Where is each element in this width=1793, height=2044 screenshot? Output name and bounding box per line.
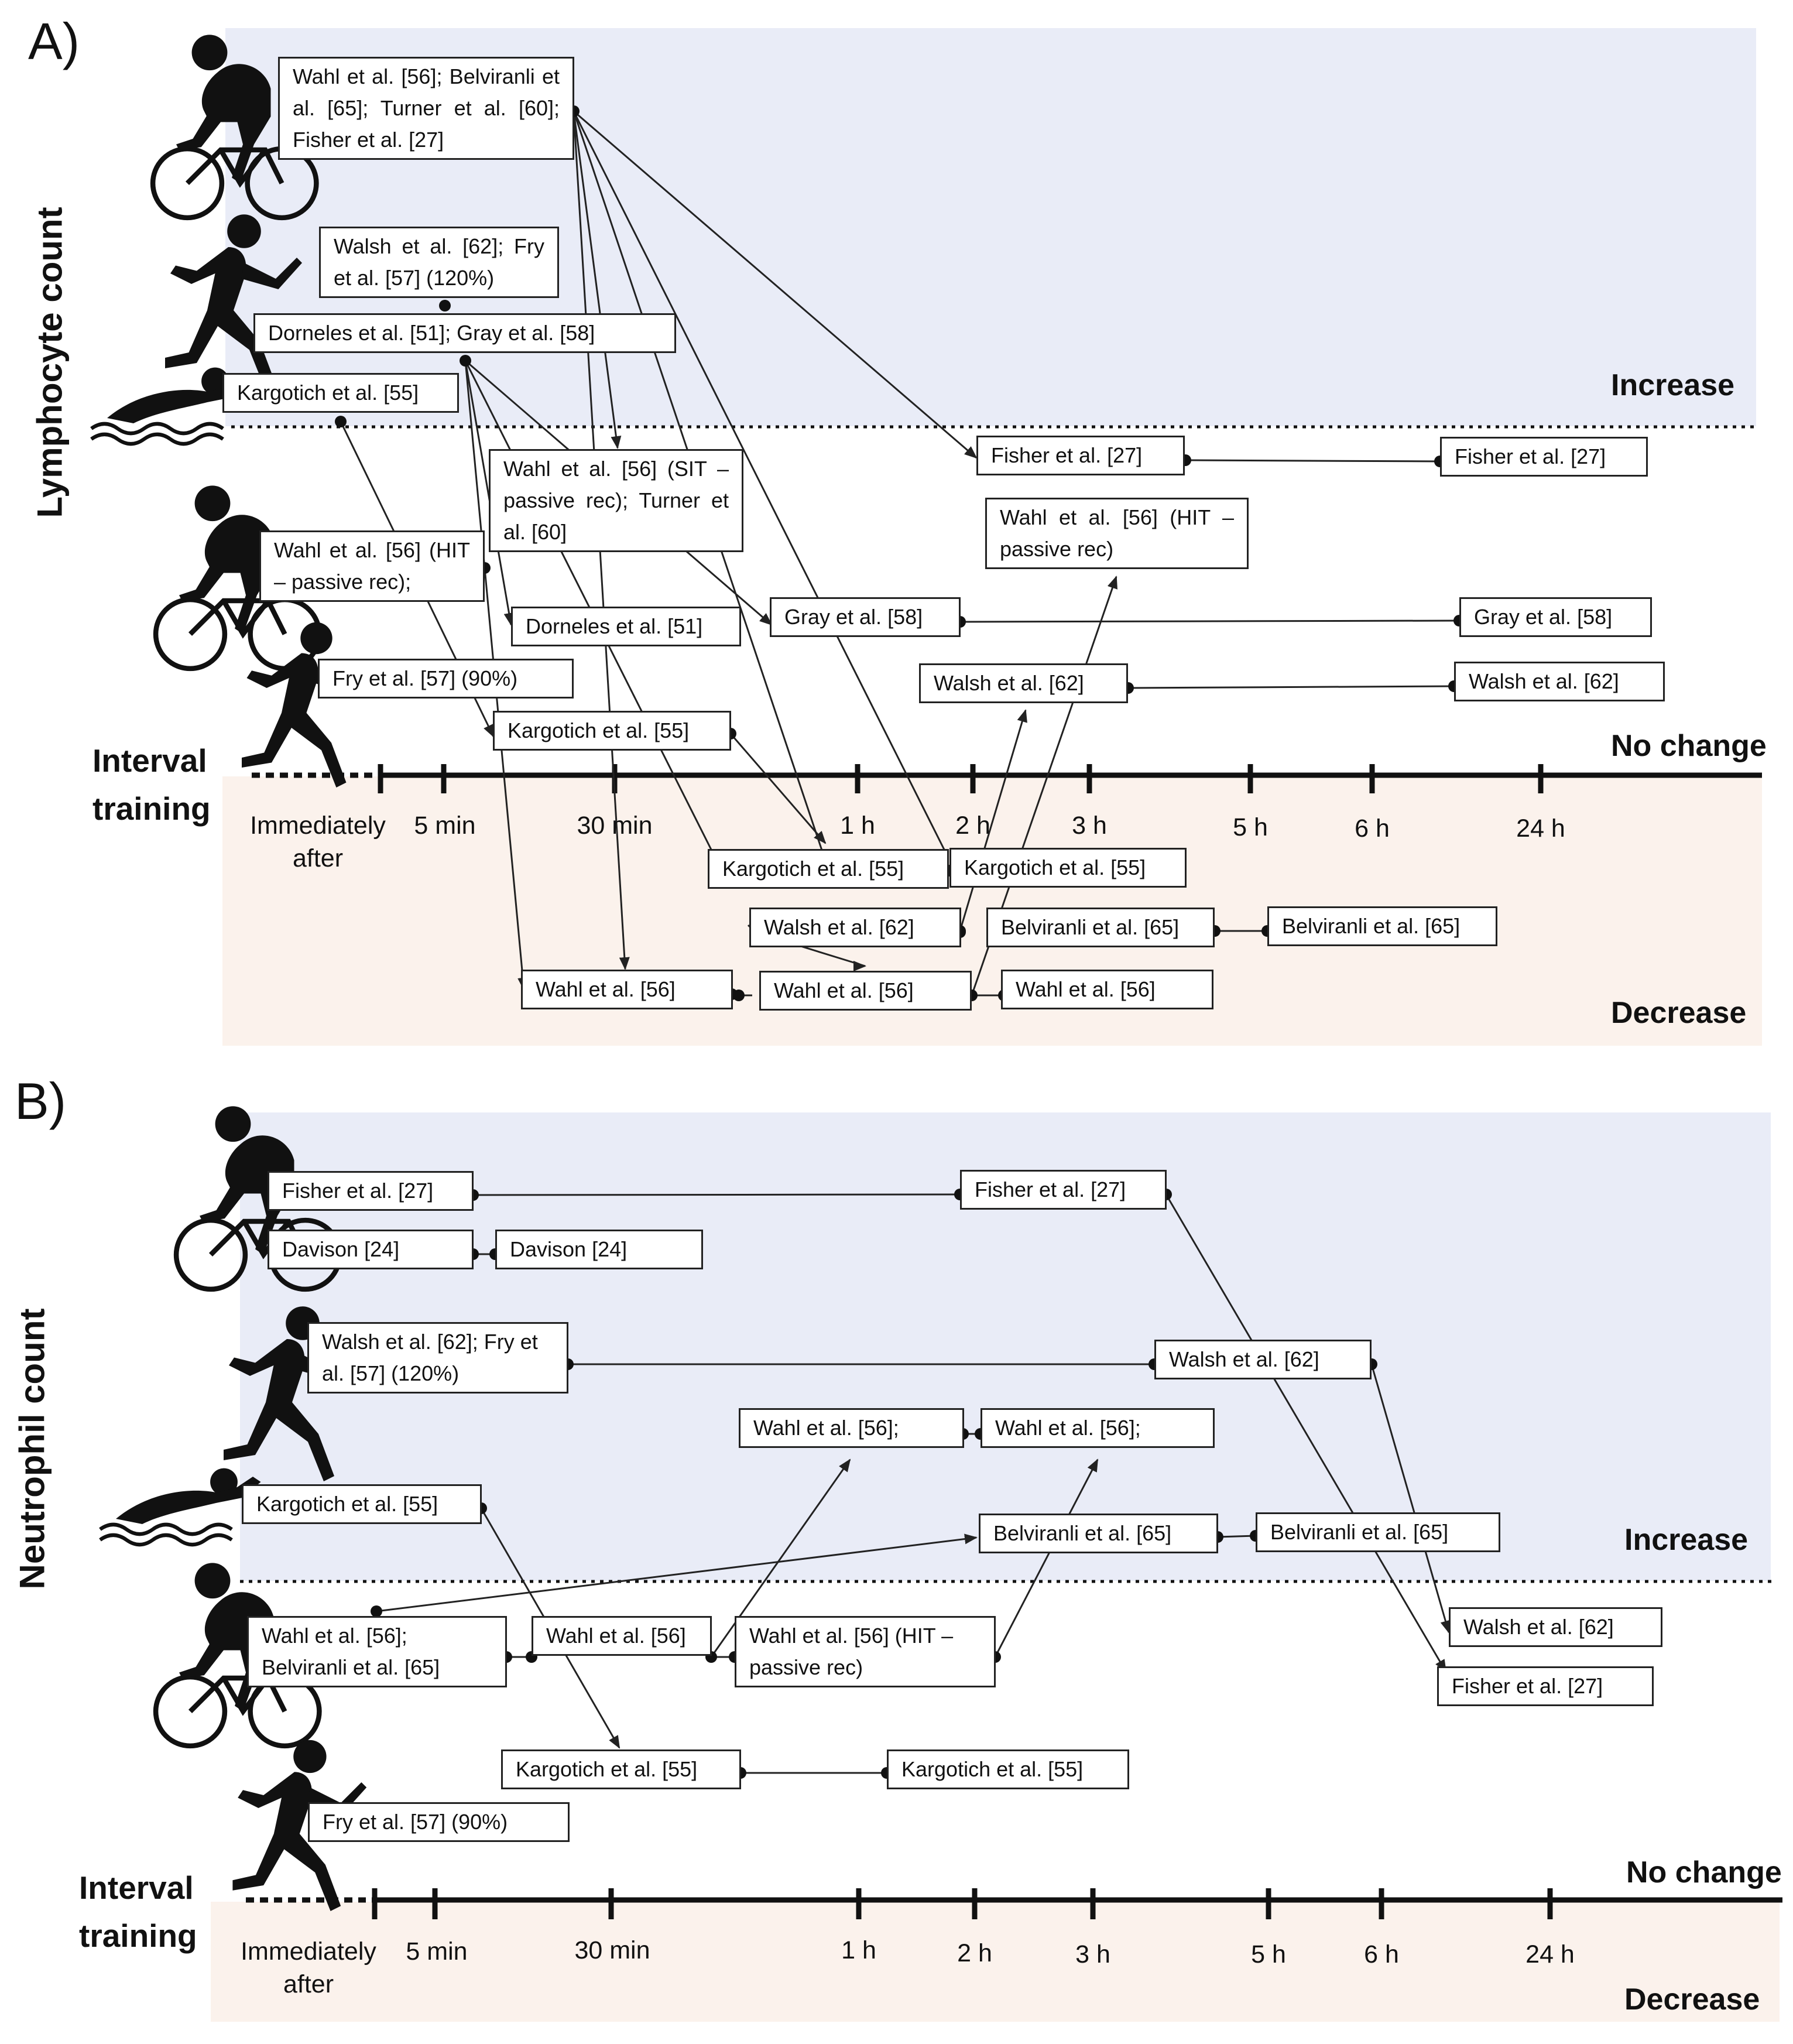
panel-a-zone-decrease: Decrease <box>1611 996 1747 1030</box>
study-box: Wahl et al. [56]; Belviranli et al. [65]… <box>278 57 574 160</box>
panel-a-zone-increase: Increase <box>1611 368 1735 402</box>
study-box: Gray et al. [58] <box>770 597 961 637</box>
study-box: Wahl et al. [56] (HIT – passive rec); <box>259 530 485 602</box>
interval-label-line2: training <box>79 1918 197 1954</box>
study-box: Fisher et al. [27] <box>1437 1666 1654 1706</box>
tick-5h: 5 h <box>1233 813 1268 841</box>
study-box: Gray et al. [58] <box>1459 597 1652 637</box>
panel-b-zone-decrease: Decrease <box>1624 1983 1760 2016</box>
study-box: Wahl et al. [56] <box>759 971 972 1011</box>
study-box: Belviranli et al. [65] <box>1267 906 1497 946</box>
runner-icon <box>242 622 371 788</box>
study-box: Wahl et al. [56] (HIT – passive rec) <box>985 498 1249 569</box>
panel-a-zone-no-change: No change <box>1611 729 1767 763</box>
interval-label-line1: Interval <box>79 1870 194 1906</box>
study-box: Kargotich et al. [55] <box>242 1484 482 1524</box>
tick-6h: 6 h <box>1355 814 1390 843</box>
study-box: Kargotich et al. [55] <box>222 373 459 413</box>
study-box: Fisher et al. [27] <box>960 1170 1167 1210</box>
tick-30min: 30 min <box>574 1936 650 1964</box>
study-box: Wahl et al. [56] (HIT – passive rec) <box>735 1616 996 1687</box>
study-box: Davison [24] <box>268 1230 474 1269</box>
panel-a-interval-label: Interval training <box>92 737 211 833</box>
tick-2h: 2 h <box>957 1939 992 1967</box>
study-box: Wahl et al. [56] (SIT – passive rec); Tu… <box>489 449 743 552</box>
tick-24h: 24 h <box>1516 814 1565 843</box>
interval-label-line2: training <box>92 790 211 827</box>
study-box: Walsh et al. [62] <box>1454 662 1665 701</box>
study-box: Walsh et al. [62] <box>919 663 1128 703</box>
tick-1h: 1 h <box>840 812 875 840</box>
study-box: Kargotich et al. [55] <box>949 848 1187 888</box>
tick-immediately: Immediately after <box>241 1937 376 1998</box>
study-box: Wahl et al. [56] <box>521 970 733 1009</box>
study-box: Dorneles et al. [51] <box>511 607 741 646</box>
study-box: Fry et al. [57] (90%) <box>318 659 574 699</box>
tick-24h: 24 h <box>1525 1940 1575 1968</box>
study-box: Kargotich et al. [55] <box>501 1749 741 1789</box>
study-box: Walsh et al. [62]; Fry et al. [57] (120%… <box>307 1322 568 1394</box>
panel-b-y-title: Neutrophil count <box>12 1308 52 1590</box>
study-box: Belviranli et al. [65] <box>979 1514 1218 1553</box>
study-box: Wahl et al. [56]; <box>981 1408 1215 1448</box>
study-box: Wahl et al. [56] <box>1001 970 1213 1009</box>
study-box: Dorneles et al. [51]; Gray et al. [58] <box>253 313 676 353</box>
study-box: Fisher et al. [27] <box>1440 437 1648 477</box>
tick-5min: 5 min <box>414 812 476 840</box>
panel-b-decrease-band <box>211 1902 1780 2022</box>
tick-5h: 5 h <box>1251 1940 1286 1968</box>
swimmer-icon <box>100 1468 261 1545</box>
tick-3h: 3 h <box>1072 812 1107 840</box>
panel-b-zone-no-change: No change <box>1626 1855 1782 1889</box>
study-box: Wahl et al. [56]; Belviranli et al. [65] <box>247 1616 507 1687</box>
runner-icon <box>165 214 302 389</box>
tick-immediately: Immediately after <box>250 812 386 872</box>
panel-b-zone-increase: Increase <box>1624 1523 1749 1557</box>
study-box: Walsh et al. [62] <box>1449 1607 1662 1647</box>
study-box: Fisher et al. [27] <box>268 1171 474 1211</box>
tick-1h: 1 h <box>841 1936 876 1964</box>
panel-a-letter: A) <box>28 12 80 70</box>
study-box: Belviranli et al. [65] <box>986 908 1215 947</box>
panel-b-interval-label: Interval training <box>79 1864 197 1960</box>
study-box: Walsh et al. [62] <box>1154 1340 1372 1379</box>
interval-label-line1: Interval <box>92 742 207 779</box>
study-box: Walsh et al. [62]; Fry et al. [57] (120%… <box>319 227 559 298</box>
study-box: Kargotich et al. [55] <box>708 849 949 889</box>
study-box: Fisher et al. [27] <box>976 436 1185 475</box>
tick-30min: 30 min <box>577 812 653 840</box>
study-box: Wahl et al. [56]; <box>739 1408 964 1448</box>
study-box: Davison [24] <box>495 1230 703 1269</box>
tick-3h: 3 h <box>1075 1940 1110 1968</box>
study-box: Wahl et al. [56] <box>532 1616 712 1656</box>
panel-a-y-title: Lymphocyte count <box>30 207 70 518</box>
study-box: Walsh et al. [62] <box>749 908 961 947</box>
study-box: Fry et al. [57] (90%) <box>308 1802 570 1842</box>
panel-b-letter: B) <box>15 1072 66 1130</box>
tick-2h: 2 h <box>955 812 990 840</box>
tick-5min: 5 min <box>406 1937 468 1966</box>
study-box: Kargotich et al. [55] <box>887 1749 1129 1789</box>
study-box: Belviranli et al. [65] <box>1256 1512 1500 1552</box>
tick-6h: 6 h <box>1364 1940 1399 1968</box>
study-box: Kargotich et al. [55] <box>493 711 731 751</box>
